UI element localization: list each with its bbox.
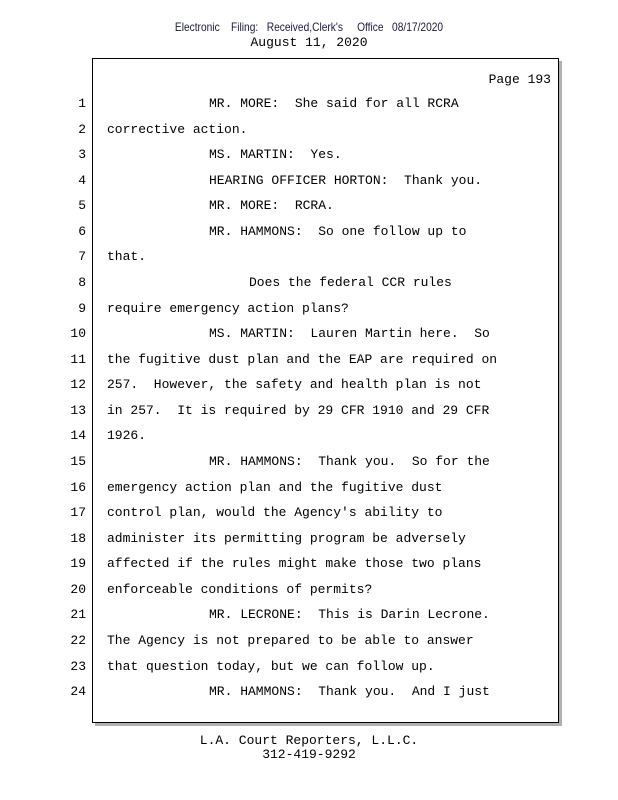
filing-stamp: Electronic Filing: Received,Clerk's Offi… <box>174 20 444 34</box>
line-number: 10 <box>70 326 86 342</box>
line-number: 4 <box>78 172 86 188</box>
line-number: 24 <box>70 684 86 700</box>
line-text: MR. MORE: She said for all RCRA <box>209 96 459 111</box>
line-text: The Agency is not prepared to be able to… <box>107 632 474 648</box>
reporter-phone: 312-419-9292 <box>262 747 356 762</box>
line-text: enforceable conditions of permits? <box>107 581 373 597</box>
line-number: 19 <box>70 556 86 572</box>
line-text: that. <box>107 249 147 265</box>
page-number: Page 193 <box>488 72 551 87</box>
transcript-frame <box>92 58 559 723</box>
line-text: administer its permitting program be adv… <box>107 530 466 546</box>
line-number: 15 <box>70 453 86 469</box>
line-text: MR. MORE: RCRA. <box>209 198 334 214</box>
line-text: HEARING OFFICER HORTON: Thank you. <box>209 172 483 188</box>
line-text: MR. HAMMONS: Thank you. And I just <box>209 684 490 700</box>
line-text: in 257. It is required by 29 CFR 1910 an… <box>107 402 490 418</box>
line-text: control plan, would the Agency's ability… <box>107 505 443 521</box>
line-number: 20 <box>70 581 86 597</box>
line-number: 5 <box>78 198 86 214</box>
line-number: 13 <box>70 402 86 418</box>
line-number: 8 <box>78 274 86 290</box>
line-number: 12 <box>70 377 86 393</box>
line-text: require emergency action plans? <box>107 300 349 316</box>
hearing-date: August 11, 2020 <box>250 35 368 50</box>
line-text: 257. However, the safety and health plan… <box>107 377 482 393</box>
line-text: 1926. <box>107 428 147 444</box>
line-number: 16 <box>70 479 86 495</box>
line-number: 21 <box>70 607 86 623</box>
line-text: that question today, but we can follow u… <box>107 658 435 674</box>
line-text: emergency action plan and the fugitive d… <box>107 479 443 495</box>
line-text: MR. HAMMONS: Thank you. So for the <box>209 453 490 469</box>
line-text: MS. MARTIN: Lauren Martin here. So <box>209 326 490 342</box>
line-number: 3 <box>78 147 86 163</box>
line-number: 14 <box>70 428 86 444</box>
reporter-company: L.A. Court Reporters, L.L.C. <box>199 733 419 748</box>
line-text: affected if the rules might make those t… <box>107 556 482 572</box>
line-number: 17 <box>70 505 86 521</box>
line-number: 23 <box>70 658 86 674</box>
line-number: 22 <box>70 632 86 648</box>
line-text: MR. HAMMONS: So one follow up to <box>209 223 467 239</box>
line-number: 18 <box>70 530 86 546</box>
line-number: 6 <box>78 223 86 239</box>
line-text: corrective action. <box>107 121 248 137</box>
line-text: Does the federal CCR rules <box>249 274 452 290</box>
line-number: 2 <box>78 121 86 137</box>
line-text: MS. MARTIN: Yes. <box>209 147 342 163</box>
line-number: 9 <box>78 300 86 316</box>
line-text: the fugitive dust plan and the EAP are r… <box>107 351 498 367</box>
line-number: 11 <box>70 351 86 367</box>
line-number: 7 <box>78 249 86 265</box>
line-number: 1 <box>78 96 86 111</box>
line-text: MR. LECRONE: This is Darin Lecrone. <box>209 607 490 623</box>
